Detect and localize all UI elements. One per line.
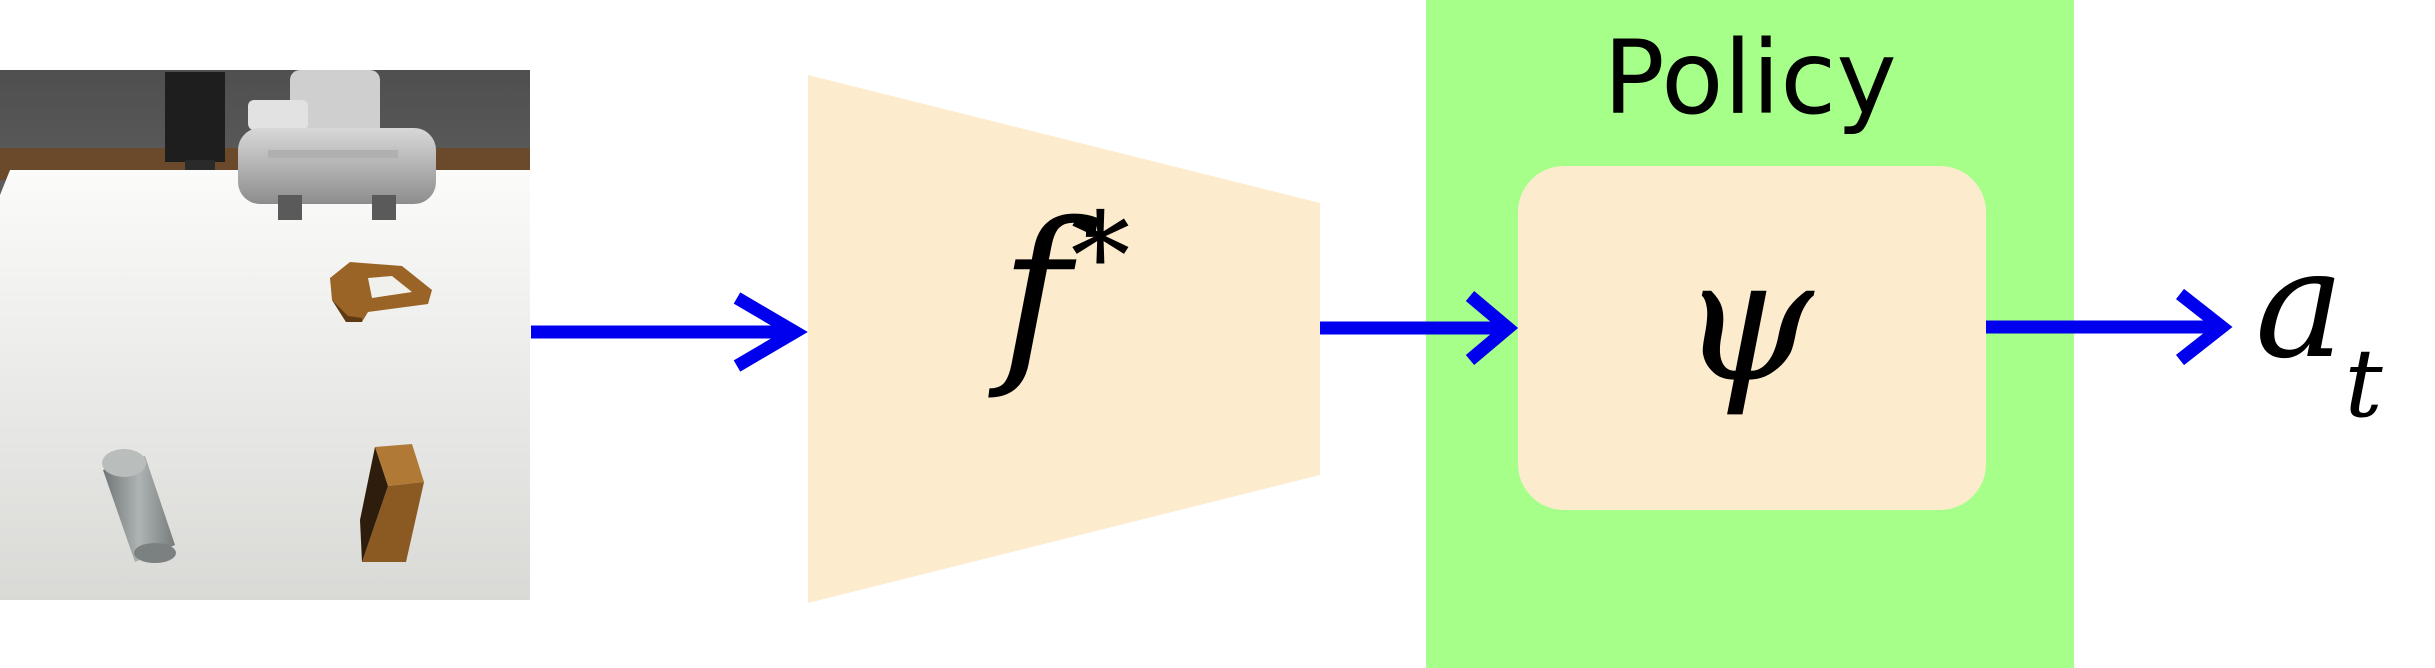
wooden-upright-block xyxy=(360,444,424,562)
encoder-symbol-base: f xyxy=(1000,182,1071,403)
grey-cylinder xyxy=(102,449,176,563)
robot-scene-image xyxy=(0,70,530,600)
action-symbol-subscript: t xyxy=(2344,329,2383,439)
table-surface xyxy=(0,170,530,600)
encoder-symbol: f* xyxy=(1000,198,1130,388)
right-arrow-icon xyxy=(1320,291,1519,365)
policy-head-box xyxy=(1518,166,1986,510)
policy-head-symbol: ψ xyxy=(1680,222,1814,420)
right-arrow-icon xyxy=(1986,288,2233,366)
wooden-peg-block xyxy=(330,262,432,322)
robot-gripper xyxy=(165,70,436,220)
encoder-trapezoid xyxy=(808,75,1320,603)
right-arrow-icon xyxy=(531,292,808,372)
action-symbol-base: a xyxy=(2255,218,2345,392)
action-symbol: at xyxy=(2255,230,2383,432)
policy-label: Policy xyxy=(1603,19,1897,138)
encoder-symbol-superscript: * xyxy=(1070,188,1131,327)
